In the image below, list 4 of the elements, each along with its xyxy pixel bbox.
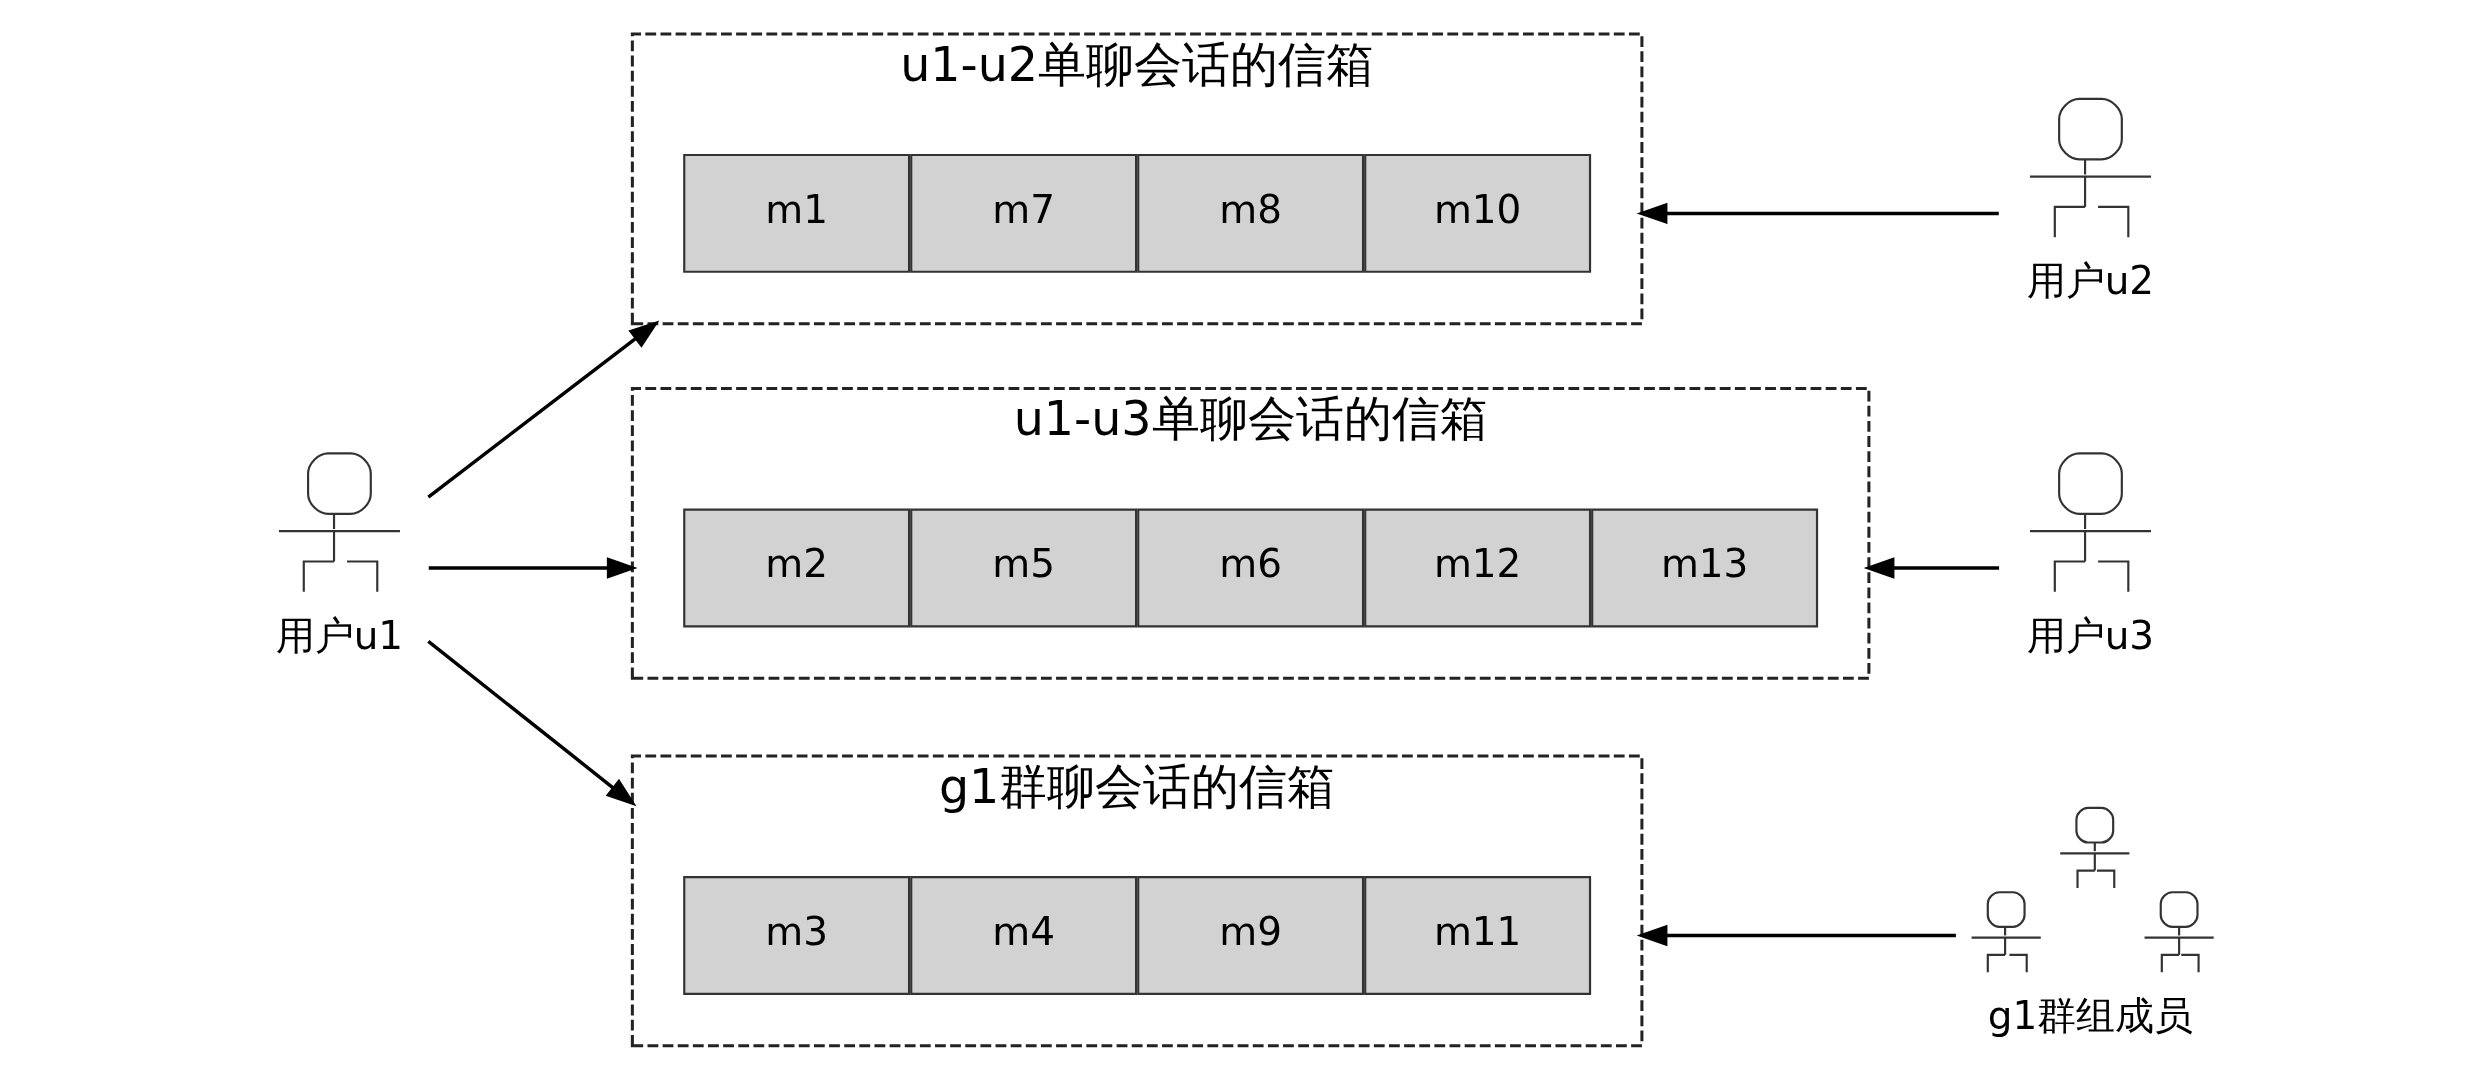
node-label: 用户u1 <box>275 612 404 658</box>
node-label: 用户u2 <box>2026 258 2155 304</box>
node-label: 用户u3 <box>2026 612 2155 658</box>
node-label: g1群组成员 <box>1987 993 2194 1039</box>
